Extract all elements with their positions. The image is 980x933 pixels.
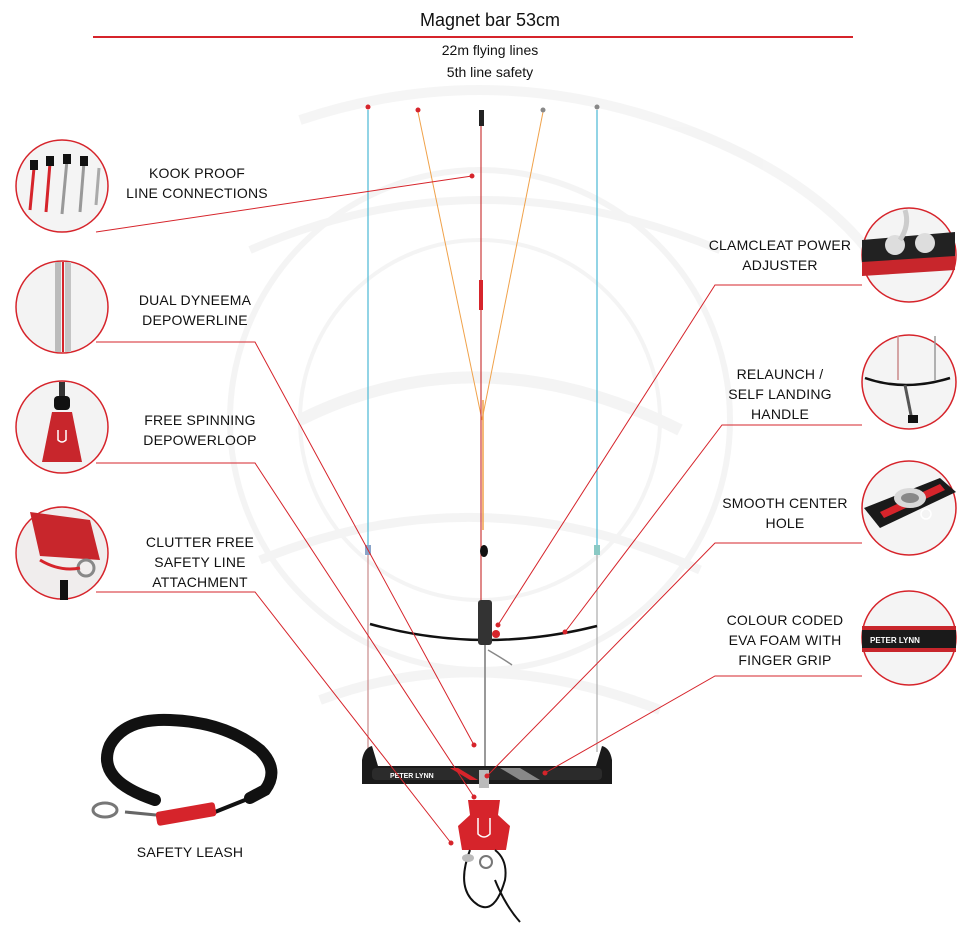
right-rear-line [481, 111, 544, 421]
label-clamcleat: CLAMCLEAT POWER ADJUSTER [695, 235, 865, 275]
loop-stopper [462, 854, 474, 862]
line-tip [365, 104, 371, 110]
detail-kook-proof [15, 139, 109, 233]
label-safety-leash: SAFETY LEASH [120, 842, 260, 862]
leash-grip [155, 802, 217, 826]
clamcleat-adjuster [478, 600, 513, 770]
bar-brand-text: PETER LYNN [390, 773, 434, 780]
label-relaunch: RELAUNCH / SELF LANDING HANDLE [710, 364, 850, 424]
label-line: SAFETY LEASH [136, 844, 244, 860]
subtitle-lines: 22m flying lines [441, 42, 539, 58]
label-line: EVA FOAM WITH [728, 632, 842, 648]
line-tip [479, 110, 484, 126]
flying-lines [365, 104, 600, 752]
label-free-spinning: FREE SPINNING DEPOWERLOOP [120, 410, 280, 450]
leash-cord [214, 796, 251, 814]
leader-relaunch [564, 424, 862, 633]
label-line: LINE CONNECTIONS [126, 185, 268, 201]
depower-marker [479, 280, 483, 310]
label-dual-dyneema: DUAL DYNEEMA DEPOWERLINE [120, 290, 270, 330]
subtitle-safety: 5th line safety [446, 64, 534, 80]
leader-dyneema [96, 341, 475, 746]
line-tip [415, 107, 421, 113]
center-ring [480, 545, 488, 557]
label-smooth-center: SMOOTH CENTER HOLE [705, 493, 865, 533]
label-line: FINGER GRIP [738, 652, 832, 668]
label-clutter-free: CLUTTER FREE SAFETY LINE ATTACHMENT [120, 532, 280, 592]
loop-rope [463, 849, 507, 909]
detail-clutter-free [15, 506, 109, 600]
label-line: HANDLE [751, 406, 809, 422]
adjuster-tail [487, 649, 513, 666]
label-line: DUAL DYNEEMA [138, 292, 252, 308]
grip-brand-text: PETER LYNN [870, 636, 920, 645]
line-tip [540, 107, 546, 113]
loop-swivel [479, 770, 489, 788]
loop-ring [479, 855, 493, 869]
right-pigtail [594, 545, 600, 555]
leader-dot [542, 770, 548, 776]
label-line: RELAUNCH / [736, 366, 824, 382]
label-line: SELF LANDING [728, 386, 832, 402]
leader-spinning [96, 462, 475, 798]
label-line: FREE SPINNING [144, 412, 256, 428]
label-line: CLUTTER FREE [145, 534, 255, 550]
detail-relaunch [861, 334, 957, 430]
leader-kook [95, 175, 473, 233]
label-line: DEPOWERLINE [142, 312, 248, 328]
callout-leaders [95, 173, 862, 846]
leash-clip-cord [124, 810, 157, 817]
left-rear-line [417, 111, 483, 421]
detail-colour-coded: PETER LYNN [861, 590, 957, 686]
loop-body [458, 800, 510, 850]
leader-dot [469, 173, 475, 179]
page-title: Magnet bar 53cm [419, 10, 561, 30]
label-line: HOLE [765, 515, 805, 531]
detail-free-spinning [15, 380, 109, 474]
label-kook-proof: KOOK PROOF LINE CONNECTIONS [112, 163, 282, 203]
detail-clamcleat [861, 207, 957, 303]
detail-smooth-center [861, 460, 957, 556]
depower-loop [458, 770, 521, 923]
clamcleat-body [478, 600, 492, 645]
line-tip [594, 104, 600, 110]
detail-dual-dyneema [15, 260, 109, 354]
safety-leash-graphic [91, 713, 278, 826]
leash-shackle [91, 801, 119, 819]
title-underline [93, 36, 853, 38]
bar-accent [500, 768, 540, 780]
label-line: COLOUR CODED [726, 612, 844, 628]
clamcleat-knob [492, 630, 500, 638]
leader-clutter [96, 591, 452, 844]
leader-center [486, 542, 862, 777]
leader-colour [544, 675, 862, 774]
leader-dot [471, 794, 477, 800]
label-line: SAFETY LINE [154, 554, 246, 570]
label-line: CLAMCLEAT POWER [708, 237, 852, 253]
loop-logo [477, 818, 491, 838]
label-line: ATTACHMENT [152, 574, 248, 590]
leader-clamcleat [497, 284, 862, 626]
loop-rope-end [494, 879, 521, 923]
leash-bungee [101, 713, 278, 806]
leader-dot [495, 622, 501, 628]
label-colour-coded: COLOUR CODED EVA FOAM WITH FINGER GRIP [705, 610, 865, 670]
leader-dot [562, 629, 568, 635]
leader-dot [471, 742, 477, 748]
leader-dot [448, 840, 454, 846]
label-line: KOOK PROOF [148, 165, 246, 181]
label-line: DEPOWERLOOP [143, 432, 257, 448]
label-line: SMOOTH CENTER [722, 495, 848, 511]
leader-dot [484, 773, 490, 779]
label-line: ADJUSTER [742, 257, 818, 273]
